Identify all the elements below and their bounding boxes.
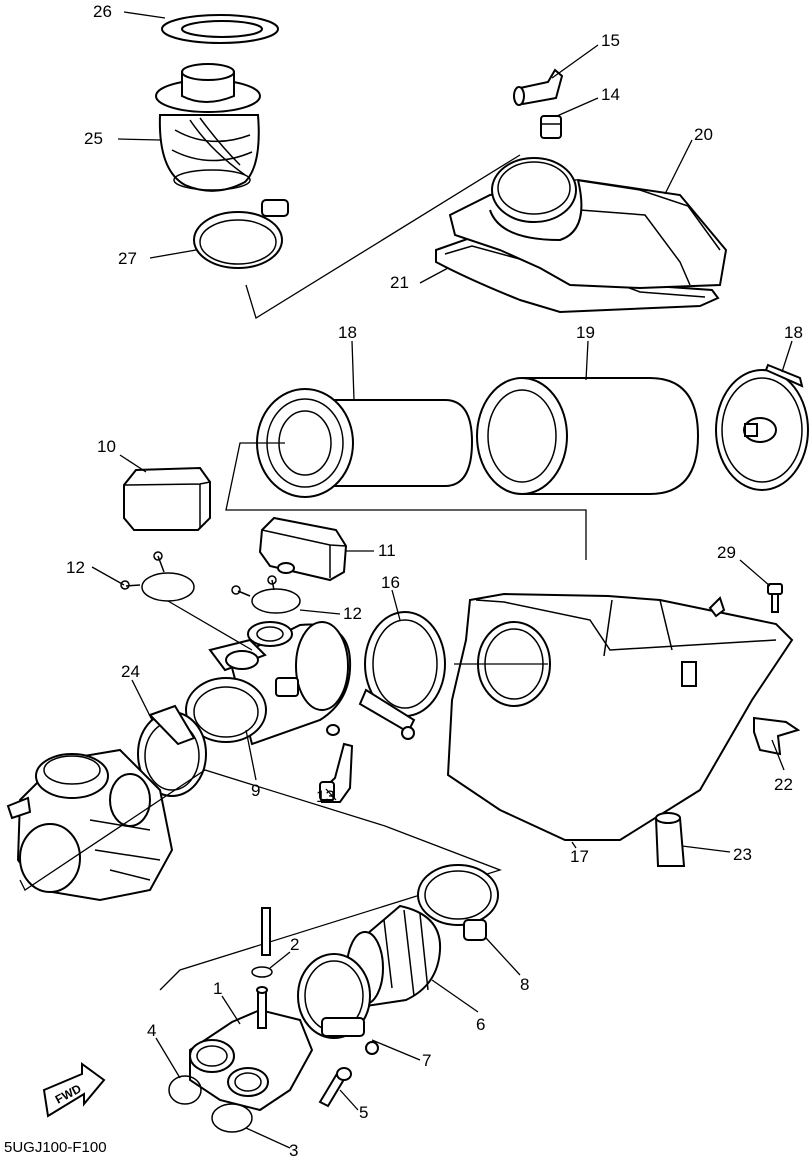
diagram-code: 5UGJ100-F100 — [4, 1139, 107, 1156]
part-26-intake-boot — [155, 63, 261, 192]
callout-6: 6 — [476, 1015, 485, 1034]
part-25-hose-clamp — [137, 704, 207, 797]
callout-3: 3 — [289, 1141, 298, 1157]
part-23-clip — [753, 716, 801, 756]
callout-22: 21 — [390, 273, 409, 292]
callout-18: 18 — [338, 323, 357, 342]
callout-12-left: 12 — [66, 558, 85, 577]
part-11-rubber-cap — [258, 516, 348, 582]
callout-29: 29 — [717, 543, 736, 562]
part-16-hose-clamp — [358, 611, 446, 740]
part-27-seal-ring — [161, 14, 279, 44]
callout-13: 13 — [316, 787, 335, 806]
part-6-intake-joint — [346, 904, 442, 1008]
callout-12-right: 12 — [343, 604, 362, 623]
callout-23: 22 — [774, 775, 793, 794]
part-12-spring-clip-right — [231, 575, 301, 614]
part-29-screw — [767, 583, 783, 613]
part-21-air-case-cover — [448, 157, 728, 290]
callout-26: 25 — [84, 129, 103, 148]
part-24-drain-plug — [654, 812, 686, 867]
part-14-grommet — [540, 115, 562, 139]
part-10-foam-pad — [123, 466, 211, 531]
fwd-arrow-icon: FWD — [42, 1062, 106, 1118]
callout-4: 4 — [147, 1021, 156, 1040]
part-8-hose-clamp — [417, 864, 499, 941]
part-20-filter-sleeve — [476, 377, 700, 495]
part-2-clip — [251, 907, 273, 978]
part-7-hose-clamp — [297, 953, 379, 1055]
carburetor — [6, 748, 174, 902]
callout-21: 20 — [694, 125, 713, 144]
part-1-intake-manifold — [189, 986, 314, 1112]
callout-25: 24 — [121, 662, 140, 681]
callout-24: 23 — [733, 845, 752, 864]
callout-1: 1 — [213, 979, 222, 998]
callout-19: 18 — [784, 323, 803, 342]
callout-10: 10 — [97, 437, 116, 456]
part-19-filter-cap — [715, 363, 809, 491]
part-5-bolt — [318, 1067, 352, 1108]
part-12-spring-clip-left — [120, 551, 195, 602]
callout-11: 11 — [378, 541, 396, 560]
callout-8: 8 — [520, 975, 529, 994]
part-28-hose-clamp — [193, 199, 289, 269]
part-4-o-ring — [168, 1075, 202, 1105]
callout-28: 27 — [118, 249, 137, 268]
part-9-intake-joint — [185, 621, 352, 746]
callout-labels: 26 25 27 15 14 20 21 18 19 18 10 11 12 1… — [66, 2, 803, 1157]
callout-2: 2 — [290, 935, 299, 954]
leader-lines — [91, 11, 793, 1149]
callout-5: 5 — [359, 1103, 368, 1122]
callout-27: 26 — [93, 2, 112, 21]
callout-15: 15 — [601, 31, 620, 50]
callout-20: 19 — [576, 323, 595, 342]
part-15-elbow-fitting — [513, 68, 564, 106]
callout-14: 14 — [601, 85, 620, 104]
part-18-filter-element — [256, 388, 474, 498]
part-3-o-ring — [211, 1103, 253, 1133]
callout-17: 17 — [570, 847, 589, 866]
part-17-air-filter-case — [446, 592, 794, 841]
callout-9: 9 — [251, 781, 260, 800]
callout-7: 7 — [422, 1051, 431, 1070]
callout-16: 16 — [381, 573, 400, 592]
